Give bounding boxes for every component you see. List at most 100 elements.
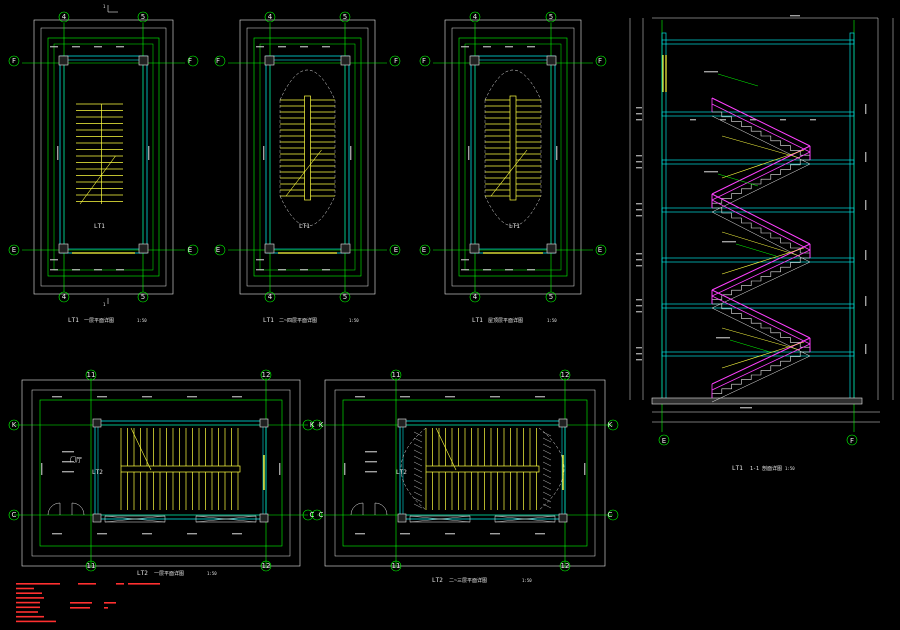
grid-label: K	[12, 421, 17, 429]
grid-label: 12	[561, 371, 570, 379]
hatch	[413, 503, 423, 509]
dim-text-mark	[865, 296, 867, 306]
dimension-frame	[253, 37, 362, 277]
stair-flight	[711, 351, 810, 398]
drawing-frame	[21, 379, 301, 567]
stair-visible-line	[721, 149, 805, 179]
grid-bubble	[559, 560, 571, 572]
grid-bubble	[607, 509, 619, 521]
grid-bubble	[389, 55, 401, 67]
column	[138, 55, 149, 66]
handrail	[711, 145, 811, 195]
dim-text-mark	[148, 146, 150, 160]
room-label: 门厅	[70, 456, 82, 464]
dim-text-mark	[256, 269, 264, 271]
turning-arc	[538, 427, 565, 511]
grid-label: E	[12, 246, 16, 254]
grid-bubble	[545, 291, 557, 303]
handrail	[711, 199, 811, 251]
grid-label: 4	[268, 13, 273, 21]
grid-label: 5	[343, 293, 347, 301]
grid-label: F	[12, 57, 16, 65]
column	[546, 243, 557, 254]
plan4-subtitle: 一层平面详图	[154, 570, 184, 577]
plan5-subtitle: 二~三层平面详图	[449, 577, 487, 584]
note-line	[70, 607, 90, 609]
dim-text-mark	[142, 396, 152, 398]
grid-label: K	[319, 421, 324, 429]
hatch	[542, 497, 552, 503]
dim-text-mark	[636, 305, 642, 307]
note-line	[16, 587, 34, 590]
grid-label: 5	[141, 13, 145, 21]
column	[469, 55, 480, 66]
plan5-scale: 1:50	[522, 578, 532, 583]
dim-text-mark	[400, 533, 410, 535]
plan2-scale: 1:50	[349, 318, 359, 323]
dim-text-mark	[636, 209, 642, 211]
dim-text-mark	[279, 463, 281, 475]
stair-flight	[711, 261, 811, 309]
dim-text-mark	[468, 146, 470, 160]
dim-text-mark	[350, 146, 352, 160]
window	[195, 515, 257, 523]
column	[264, 55, 275, 66]
stair-wall	[474, 59, 552, 250]
note-line	[104, 602, 116, 604]
plan2-subtitle: 二~四层平面详图	[279, 317, 317, 324]
dim-text-mark	[62, 461, 74, 463]
leader-line	[717, 73, 759, 87]
dim-text-mark	[461, 259, 469, 261]
turning-arc	[484, 195, 542, 227]
dim-text-mark	[636, 359, 642, 361]
grid-label: C	[319, 511, 324, 519]
dimension-frame	[458, 37, 568, 277]
hatch	[542, 467, 552, 473]
plan1-subtitle: 一层平面详图	[84, 317, 114, 324]
handrail	[711, 243, 811, 291]
dim-text-mark	[636, 347, 642, 349]
note-line	[16, 592, 42, 594]
dim-text-mark	[355, 533, 365, 535]
grid-label: E	[598, 246, 602, 254]
dim-text-mark	[94, 46, 102, 48]
dim-text-mark	[865, 344, 867, 354]
grid-bubble	[846, 434, 858, 446]
window	[494, 515, 556, 523]
hatch	[542, 461, 552, 467]
stair-flight	[711, 163, 811, 213]
note-line	[128, 583, 160, 585]
stair-break-line	[79, 155, 116, 205]
lt1-plan-group	[8, 5, 607, 304]
grid-label: 4	[268, 293, 273, 301]
stair-break-line	[435, 427, 457, 471]
dim-text-mark	[535, 533, 545, 535]
grid-label: C	[310, 511, 315, 519]
plan5-tag: LT2	[396, 469, 407, 476]
grid-bubble	[607, 419, 619, 431]
grid-bubble	[58, 291, 70, 303]
grid-label: F	[216, 57, 220, 65]
grid-label: C	[12, 511, 17, 519]
floor-slab	[661, 257, 855, 263]
grid-label: F	[850, 437, 854, 445]
column	[340, 55, 351, 66]
dim-text-mark	[365, 451, 377, 453]
column	[138, 243, 149, 254]
dim-text-mark	[636, 259, 642, 261]
grid-label: E	[188, 246, 192, 254]
drawing-frame	[324, 379, 606, 567]
grid-bubble	[8, 509, 20, 521]
plan3-scale: 1:50	[547, 318, 557, 323]
grid-label: K	[608, 421, 613, 429]
column	[259, 513, 269, 523]
dim-text-mark	[690, 119, 696, 121]
dim-text-mark	[57, 146, 59, 160]
plan1-title: LT1	[68, 317, 79, 324]
grid-bubble	[214, 55, 226, 67]
grid-bubble	[595, 244, 607, 256]
grid-bubble	[58, 11, 70, 23]
lt1-section-group	[629, 15, 894, 446]
handrail	[711, 289, 811, 339]
